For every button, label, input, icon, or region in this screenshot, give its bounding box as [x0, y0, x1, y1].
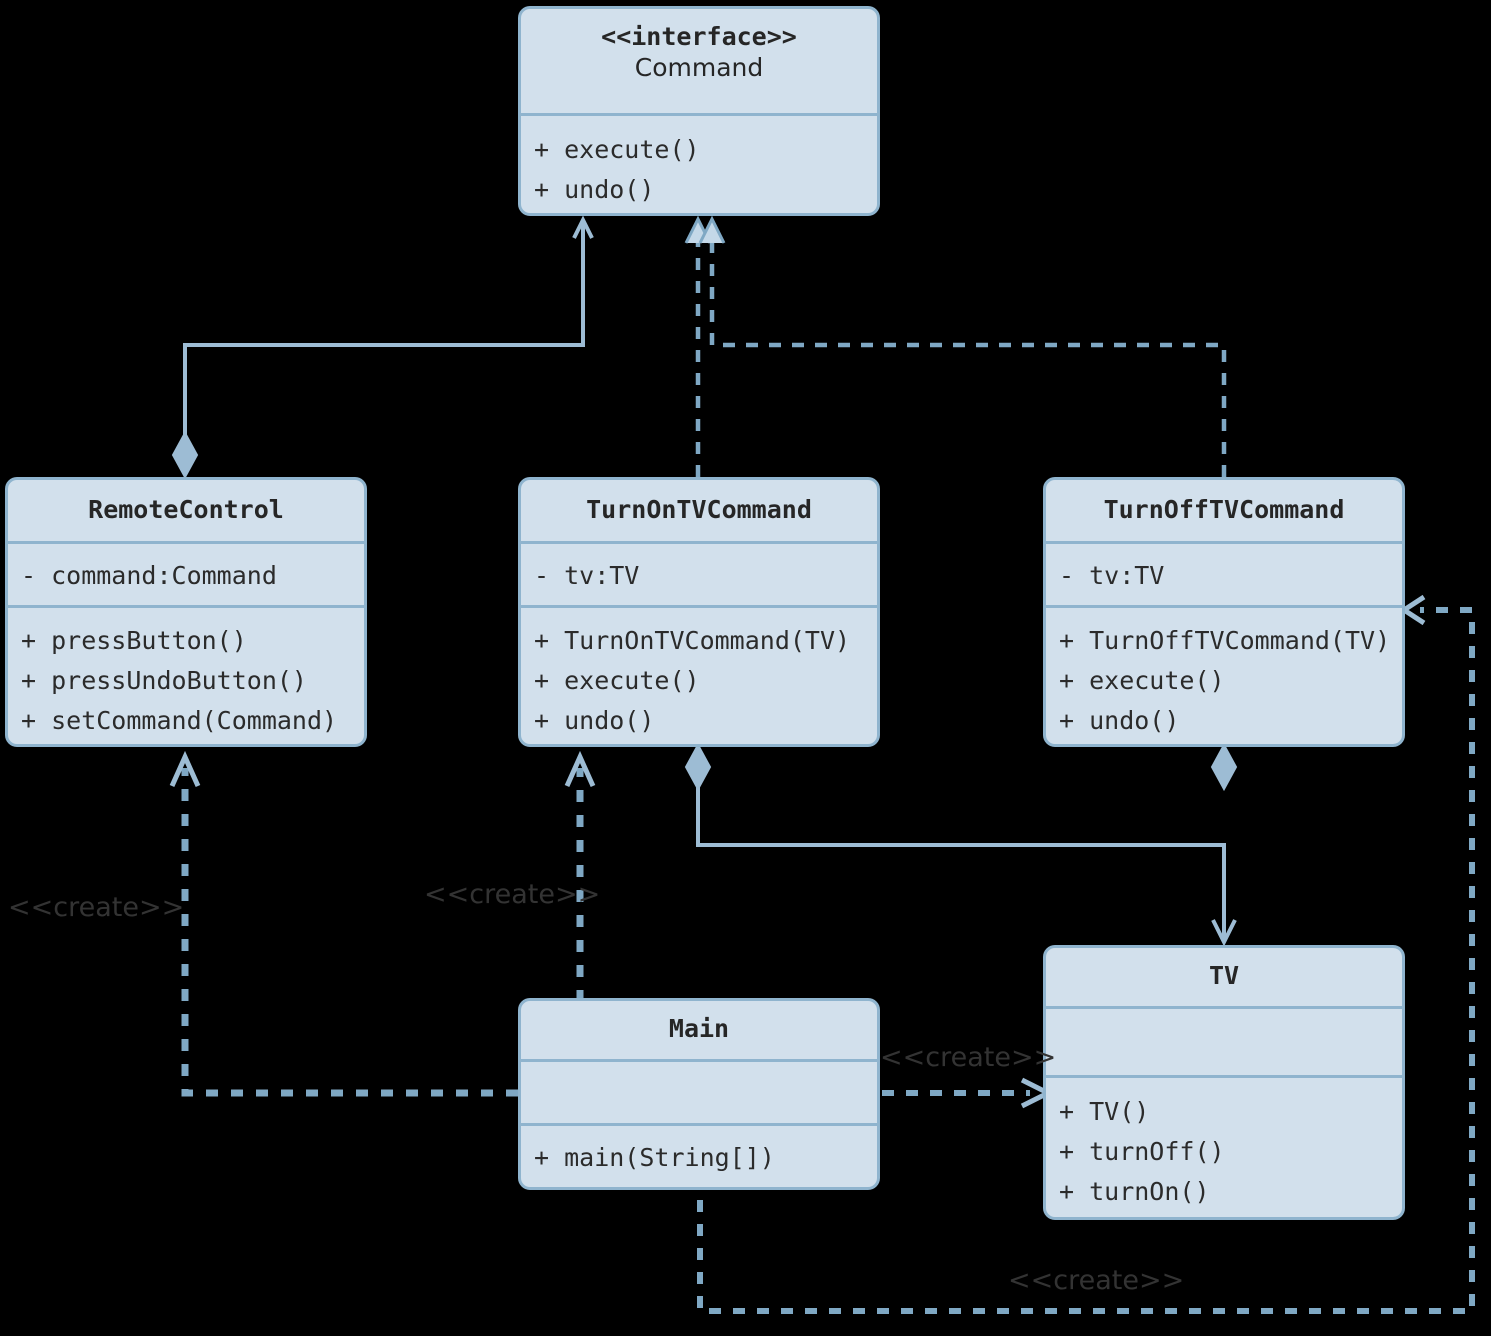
class-header-tv: TV [1046, 948, 1402, 1006]
class-box-tv[interactable]: TV + TV() + turnOff() + turnOn() [1043, 945, 1405, 1220]
class-box-turnofftvcommand[interactable]: TurnOffTVCommand - tv:TV + TurnOffTVComm… [1043, 477, 1405, 747]
operation-item: + TurnOnTVCommand(TV) [534, 626, 851, 655]
class-name-remotecontrol: RemoteControl [88, 495, 284, 524]
edge-remotecontrol-command [171, 215, 594, 480]
class-operations-main: + main(String[]) [521, 1123, 877, 1187]
operation-item: + turnOff() [1059, 1137, 1225, 1166]
edge-main-turnontvcommand [564, 750, 596, 1002]
operation-item: + pressUndoButton() [21, 666, 307, 695]
class-name-tv: TV [1208, 961, 1240, 990]
class-operations-turnontvcommand: + TurnOnTVCommand(TV) + execute() + undo… [521, 605, 877, 744]
attribute-item: - command:Command [21, 561, 277, 590]
edge-label-create-tv: <<create>> [880, 1042, 1057, 1073]
operation-item: + pressButton() [21, 626, 247, 655]
operation-item: + undo() [534, 175, 655, 204]
class-name-main: Main [668, 1014, 730, 1043]
edge-label-create-turnofftvcommand: <<create>> [1008, 1265, 1185, 1296]
class-box-turnontvcommand[interactable]: TurnOnTVCommand - tv:TV + TurnOnTVComman… [518, 477, 880, 747]
class-box-main[interactable]: Main + main(String[]) [518, 998, 880, 1190]
edge-main-tv [882, 1077, 1054, 1109]
class-stereotype-command: <<interface>> [601, 22, 797, 51]
edge-label-create-turnontvcommand: <<create>> [424, 879, 601, 910]
operation-item: + TV() [1059, 1097, 1150, 1126]
class-header-command: <<interface>> Command [521, 9, 877, 113]
operation-item: + setCommand(Command) [21, 706, 338, 735]
operation-item: + TurnOffTVCommand(TV) [1059, 626, 1391, 655]
class-operations-remotecontrol: + pressButton() + pressUndoButton() + se… [8, 605, 364, 744]
attribute-item: - tv:TV [534, 561, 640, 590]
class-operations-command: + execute() + undo() [521, 113, 877, 213]
class-header-remotecontrol: RemoteControl [8, 480, 364, 541]
edge-commands-tv [684, 742, 1238, 947]
edge-turnontvcommand-command [684, 215, 712, 477]
class-name-turnontvcommand: TurnOnTVCommand [586, 495, 812, 524]
class-attributes-tv [1046, 1006, 1402, 1075]
edge-main-remotecontrol [169, 750, 518, 1097]
class-name-command: Command [634, 53, 764, 83]
class-attributes-turnofftvcommand: - tv:TV [1046, 541, 1402, 605]
class-operations-tv: + TV() + turnOff() + turnOn() [1046, 1075, 1402, 1217]
class-operations-turnofftvcommand: + TurnOffTVCommand(TV) + execute() + und… [1046, 605, 1402, 744]
class-header-turnofftvcommand: TurnOffTVCommand [1046, 480, 1402, 541]
operation-item: + turnOn() [1059, 1177, 1210, 1206]
class-box-command[interactable]: <<interface>> Command + execute() + undo… [518, 6, 880, 216]
operation-item: + execute() [534, 666, 700, 695]
class-name-turnofftvcommand: TurnOffTVCommand [1103, 495, 1345, 524]
class-box-remotecontrol[interactable]: RemoteControl - command:Command + pressB… [5, 477, 367, 747]
class-attributes-turnontvcommand: - tv:TV [521, 541, 877, 605]
operation-item: + undo() [534, 706, 655, 735]
operation-item: + undo() [1059, 706, 1180, 735]
edge-label-create-remotecontrol: <<create>> [8, 892, 185, 923]
edge-turnofftvcommand-command [698, 215, 1227, 477]
class-header-main: Main [521, 1001, 877, 1059]
class-attributes-remotecontrol: - command:Command [8, 541, 364, 605]
operation-item: + execute() [534, 135, 700, 164]
operation-item: + main(String[]) [534, 1143, 775, 1172]
class-header-turnontvcommand: TurnOnTVCommand [521, 480, 877, 541]
attribute-item: - tv:TV [1059, 561, 1165, 590]
class-attributes-main [521, 1059, 877, 1123]
operation-item: + execute() [1059, 666, 1225, 695]
